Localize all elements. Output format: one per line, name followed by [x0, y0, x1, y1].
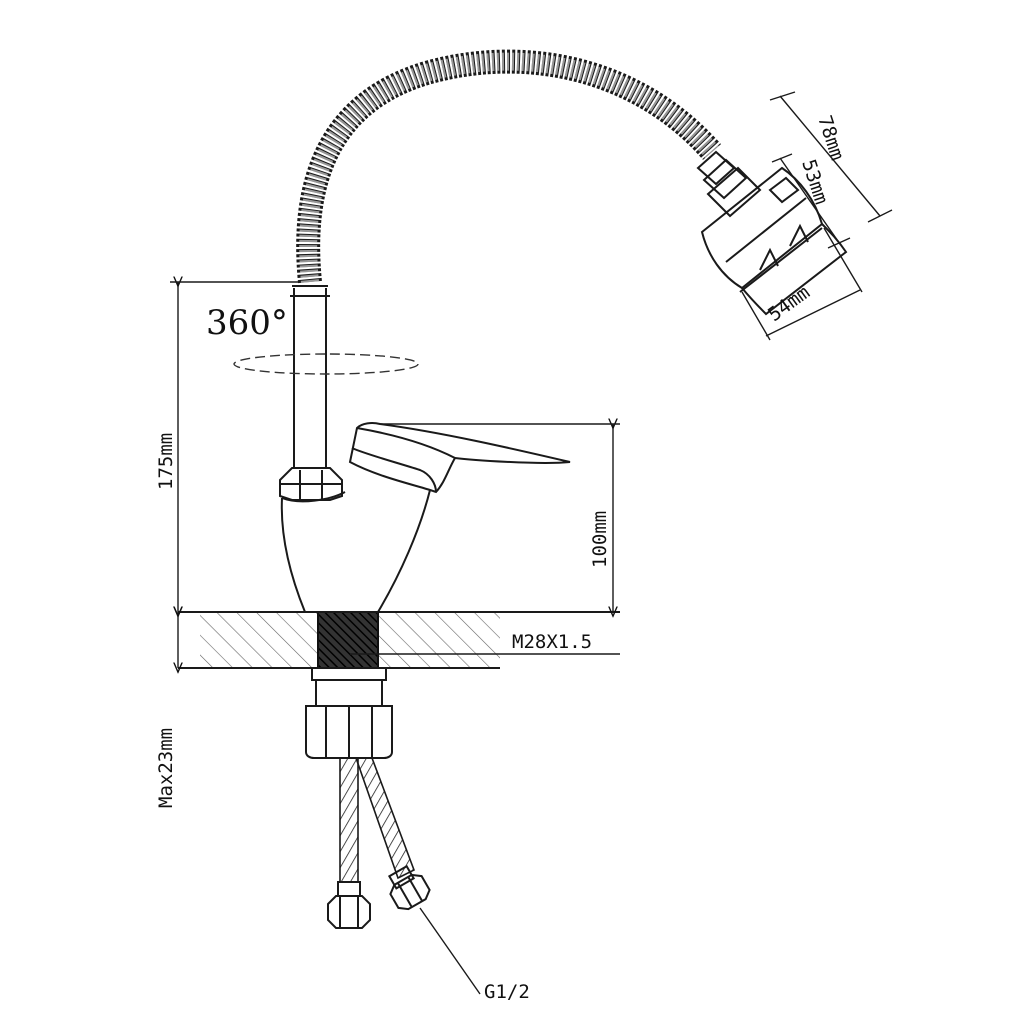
- threaded-stud: [317, 611, 379, 669]
- dimension-175mm: [170, 282, 300, 612]
- label-54mm: 54mm: [764, 281, 814, 326]
- supply-hoses: [339, 757, 416, 883]
- label-g12: G1/2: [484, 981, 530, 1003]
- flexible-hose: [296, 49, 722, 284]
- rotation-label: 360°: [206, 303, 288, 343]
- label-78mm: 78mm: [813, 113, 848, 163]
- rotation-indicator: 360°: [206, 303, 419, 375]
- lever-handle: [348, 422, 571, 494]
- dimension-53mm: [771, 153, 851, 249]
- dimension-54mm: [741, 227, 863, 341]
- dimension-78mm: [769, 91, 893, 223]
- label-100mm: 100mm: [589, 511, 611, 568]
- faucet-body: [280, 489, 431, 613]
- label-175mm: 175mm: [155, 433, 177, 490]
- dimension-100mm: [380, 424, 620, 612]
- connection-callout: [419, 907, 481, 995]
- hose-fittings: [327, 864, 431, 929]
- label-thread: M28X1.5: [512, 631, 592, 653]
- label-max23mm: Max23mm: [155, 728, 177, 808]
- spout-tube: [279, 285, 343, 501]
- mounting-nut: [305, 667, 393, 759]
